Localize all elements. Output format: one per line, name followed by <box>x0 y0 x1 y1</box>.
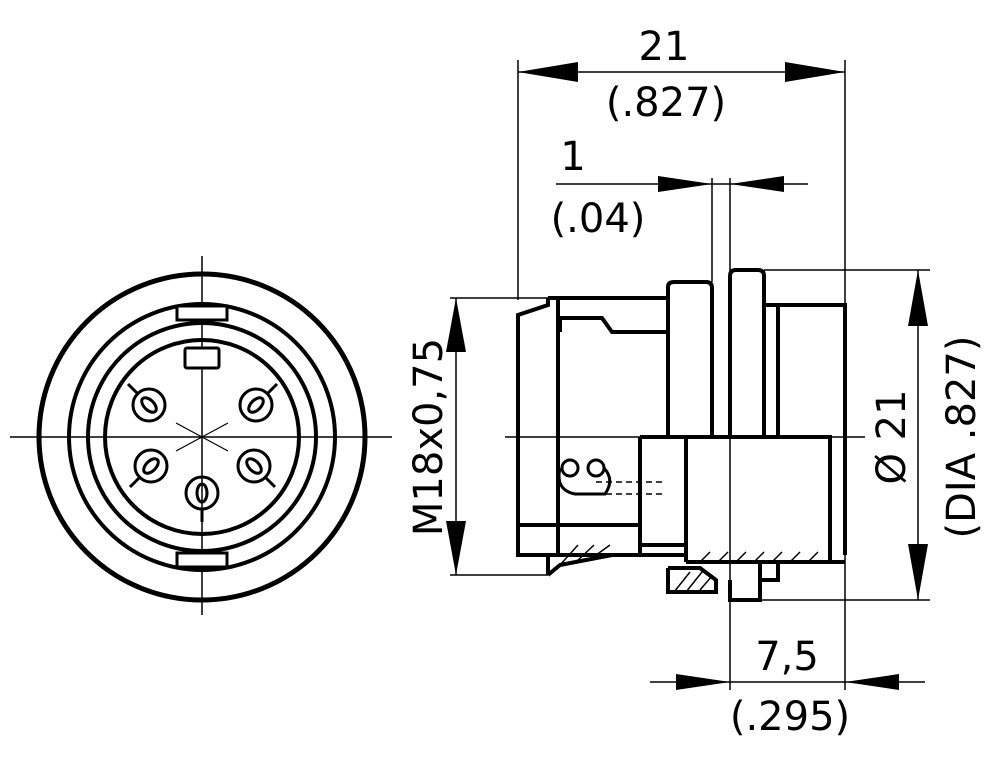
center-cross <box>175 422 229 452</box>
contact-pin <box>128 448 169 489</box>
contact-pin <box>236 448 277 489</box>
top-keyway <box>175 304 229 322</box>
panel-depth-imperial-label: (.295) <box>730 694 850 740</box>
side-view <box>505 268 865 602</box>
threaded-body <box>516 296 668 575</box>
section-hatch <box>559 544 819 593</box>
bottom-keyway <box>175 551 229 569</box>
diameter-metric-label: Ø 21 <box>869 389 915 484</box>
thread-circle <box>67 302 337 572</box>
insert-outer-circle <box>86 321 318 553</box>
contact-pin <box>238 382 279 423</box>
overall-length-imperial-label: (.827) <box>606 80 726 126</box>
lower-section <box>518 435 845 602</box>
insert-face-circle <box>103 338 301 536</box>
flanges <box>666 268 847 555</box>
diameter-imperial-label: (DIA .827) <box>939 336 985 539</box>
panel-depth-metric-label: 7,5 <box>755 634 819 680</box>
contact-pins <box>126 382 279 522</box>
dimension-labels: 21 (.827) 1 (.04) M18x0,75 Ø 21 (DIA .82… <box>406 24 985 740</box>
flange-thickness-imperial-label: (.04) <box>551 196 646 242</box>
flange-thickness-metric-label: 1 <box>560 134 585 180</box>
contact-pin <box>126 382 167 423</box>
outer-flange-circle <box>36 271 368 603</box>
front-view <box>10 256 392 615</box>
coding-key <box>183 346 221 370</box>
thread-size-label: M18x0,75 <box>406 338 452 536</box>
side-contacts <box>557 458 665 496</box>
contact-pin <box>184 475 220 522</box>
arrowheads <box>446 62 928 690</box>
dimension-lines <box>450 60 930 690</box>
overall-length-metric-label: 21 <box>639 24 690 70</box>
